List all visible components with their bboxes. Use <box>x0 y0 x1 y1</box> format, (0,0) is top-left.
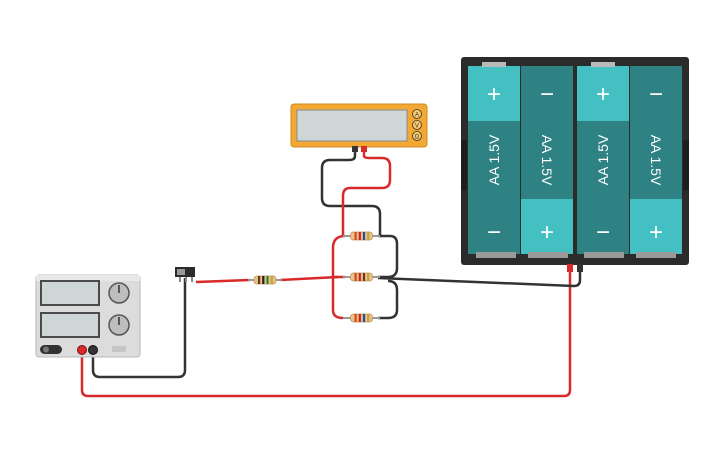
battery-cell-top-terminal: + <box>487 81 501 108</box>
battery-terminal-positive[interactable] <box>567 264 573 272</box>
battery-cell-2[interactable]: − + AA 1.5V <box>521 66 573 254</box>
wire-resistor-to-node[interactable] <box>279 275 339 282</box>
wire-node-to-battery-negative[interactable] <box>377 268 582 288</box>
wire-parallel-right-bus[interactable] <box>378 234 399 279</box>
wires <box>80 150 582 398</box>
wire-psu-positive-to-battery[interactable] <box>80 268 572 398</box>
power-supply-terminal-negative[interactable] <box>88 345 98 355</box>
battery-cell-4[interactable]: − + AA 1.5V <box>630 66 682 254</box>
battery-cell-label: AA 1.5V <box>486 134 502 185</box>
battery-cell-top-terminal: − <box>540 81 554 108</box>
power-supply[interactable] <box>35 274 141 358</box>
wire-psu-negative-to-switch[interactable] <box>91 278 187 379</box>
battery-cell-top-terminal: − <box>649 81 663 108</box>
wire-multimeter-black[interactable] <box>320 150 382 236</box>
battery-cell-3[interactable]: + − AA 1.5V <box>577 62 629 254</box>
multimeter-mode-button[interactable]: A <box>412 109 422 119</box>
battery-cell-bottom-terminal: + <box>540 219 554 246</box>
battery-cell-bottom-terminal: + <box>649 219 663 246</box>
slide-switch[interactable] <box>175 267 195 282</box>
multimeter-mode-label: A <box>415 113 419 119</box>
resistor-parallel-3[interactable] <box>343 313 380 323</box>
multimeter-mode-label: V <box>415 124 419 130</box>
battery-cell-label: AA 1.5V <box>648 135 664 186</box>
wire-parallel-left-bus[interactable] <box>331 234 346 320</box>
battery-cell-label: AA 1.5V <box>595 134 611 185</box>
wire-multimeter-red[interactable] <box>341 150 392 236</box>
battery-cell-bottom-terminal: − <box>596 219 610 246</box>
resistor-parallel-2[interactable] <box>343 272 380 282</box>
battery-cell-label: AA 1.5V <box>539 135 555 186</box>
multimeter-mode-button[interactable]: V <box>412 120 422 130</box>
power-supply-terminal-positive[interactable] <box>77 345 87 355</box>
resistor-parallel-1[interactable] <box>343 231 380 241</box>
multimeter-probe-black[interactable] <box>352 146 358 152</box>
wire-switch-to-resistor[interactable] <box>195 278 251 284</box>
battery-terminal-negative[interactable] <box>577 264 583 272</box>
multimeter-probe-red[interactable] <box>361 146 367 152</box>
battery-pack[interactable]: + − AA 1.5V − + AA 1.5V + − AA 1.5V − + AA 1.5V <box>461 57 689 272</box>
multimeter[interactable]: AVΩ <box>290 103 428 152</box>
battery-cell-1[interactable]: + − AA 1.5V <box>468 62 520 254</box>
multimeter-mode-label: Ω <box>415 135 420 141</box>
multimeter-mode-button[interactable]: Ω <box>412 131 422 141</box>
battery-cell-bottom-terminal: − <box>487 219 501 246</box>
resistor-series[interactable] <box>248 275 282 285</box>
battery-cell-top-terminal: + <box>596 81 610 108</box>
multimeter-display <box>296 109 408 142</box>
